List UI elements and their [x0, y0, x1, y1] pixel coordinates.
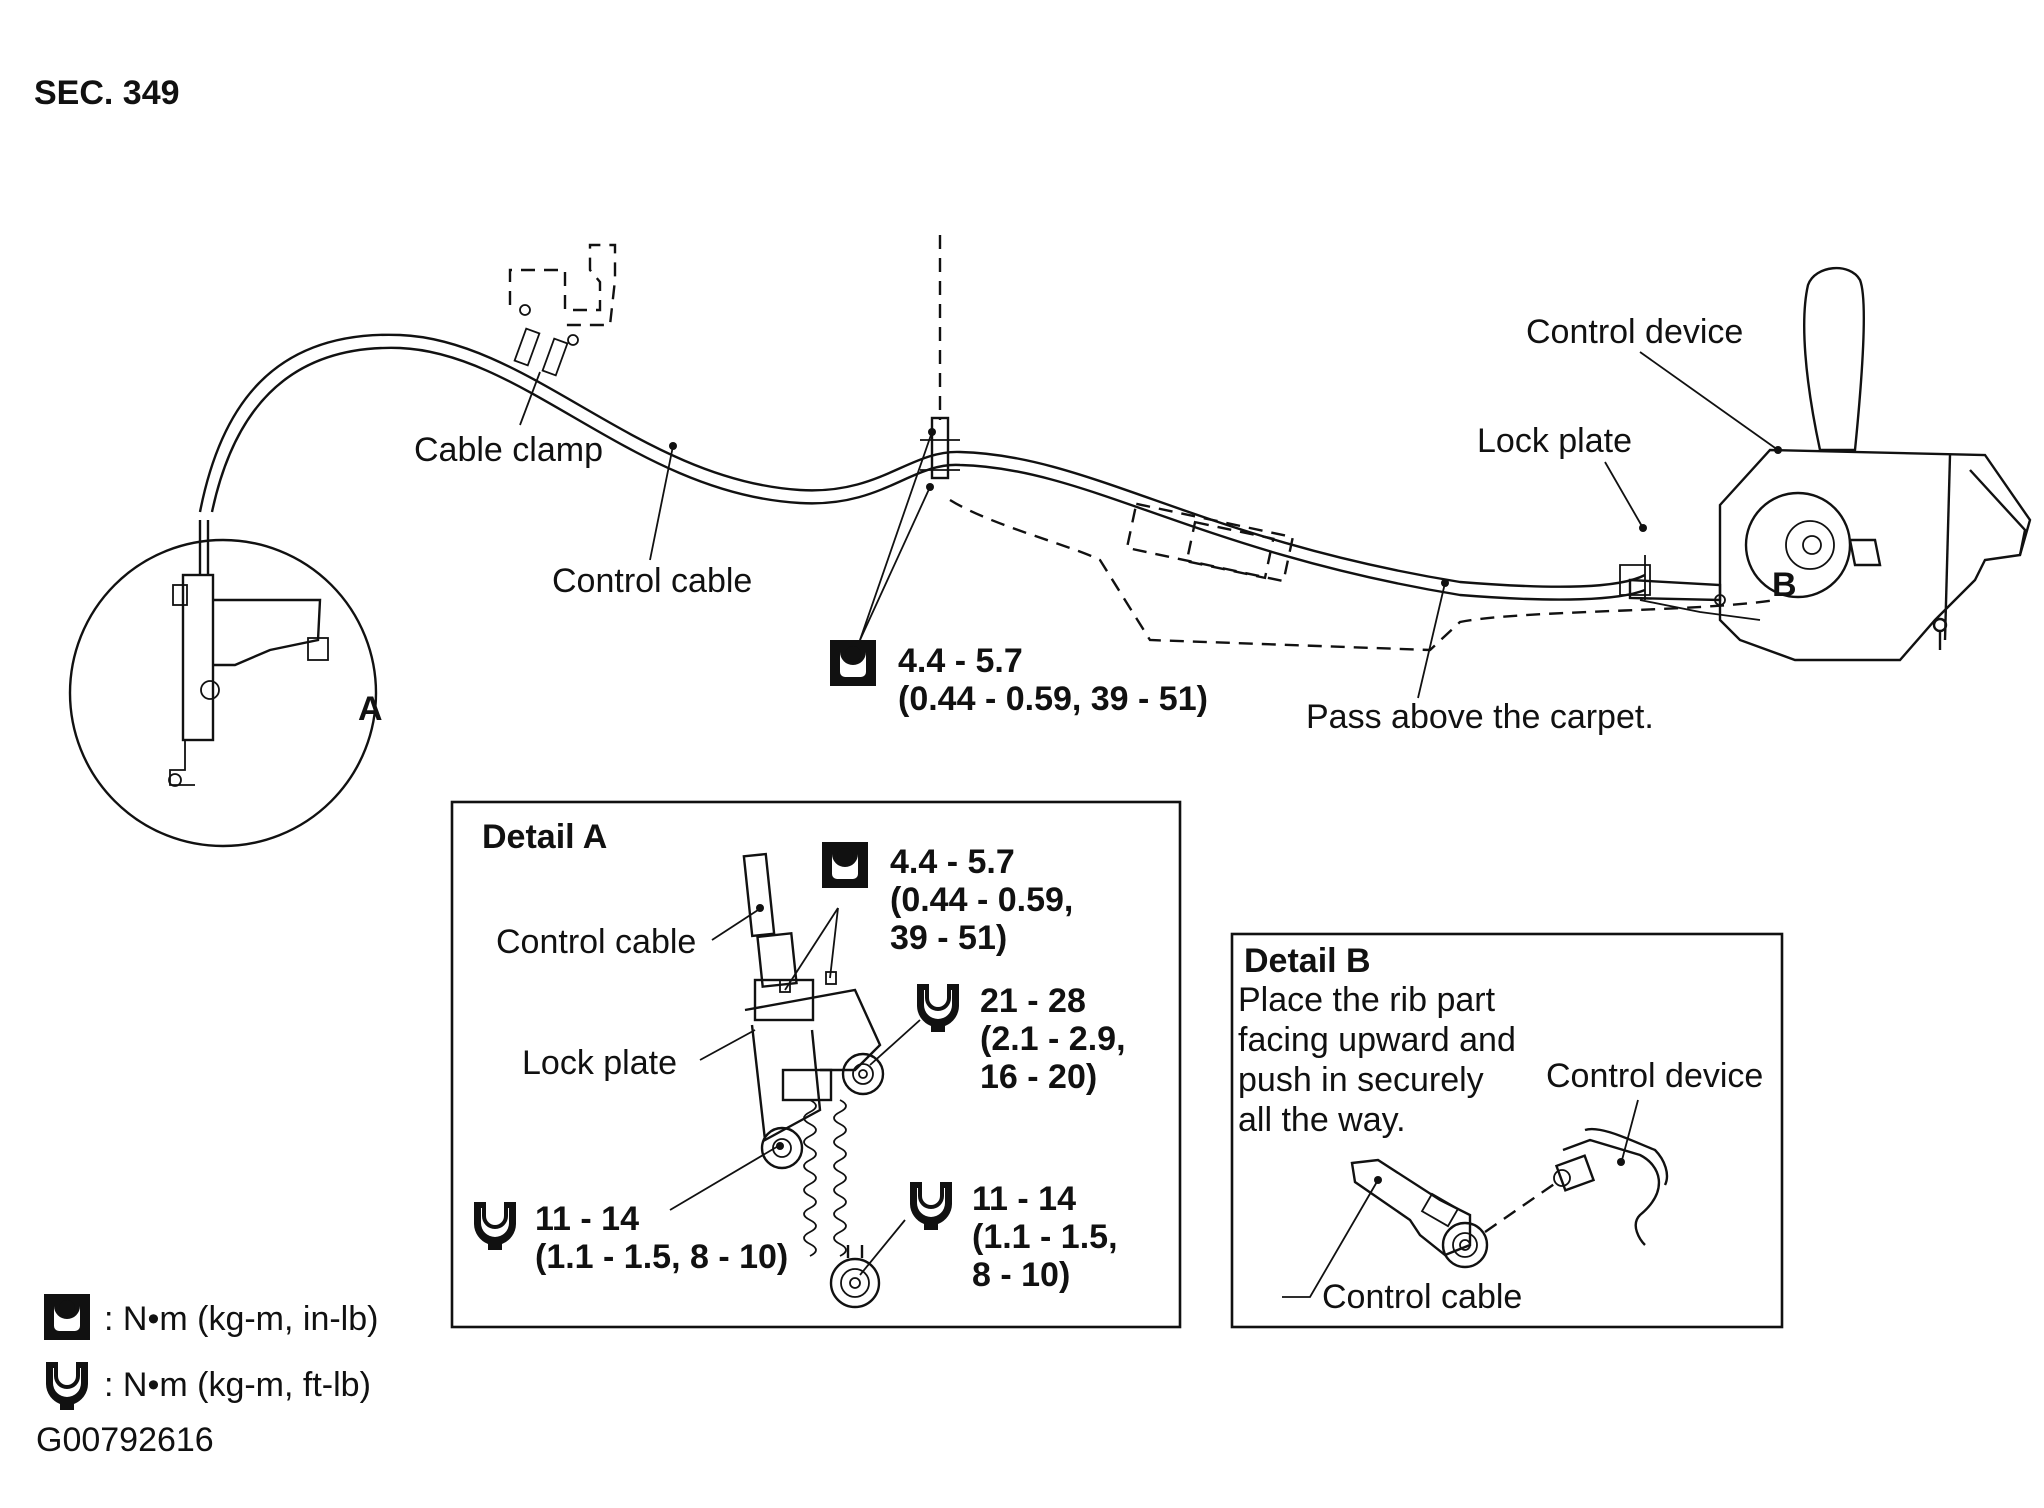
control-cable-label: Control cable: [552, 562, 752, 600]
legend-item-ftlb: : N•m (kg-m, ft-lb): [104, 1366, 371, 1404]
section-label: SEC. 349: [34, 74, 180, 112]
detail-a-torque-left-2: (1.1 - 1.5, 8 - 10): [535, 1238, 788, 1276]
control-cable-line-inner: [210, 346, 1646, 601]
torque-wrench-inlb-icon: [44, 1294, 90, 1340]
detail-b-instruction-2: facing upward and: [1238, 1021, 1516, 1059]
torque-wrench-ftlb-icon: [910, 1182, 952, 1230]
torque-wrench-inlb-icon: [822, 842, 868, 888]
detail-a-magnifier: [68, 520, 378, 848]
detail-b-instruction-4: all the way.: [1238, 1101, 1406, 1139]
detail-b-title: Detail B: [1244, 942, 1371, 980]
main-torque-conversion: (0.44 - 0.59, 39 - 51): [898, 680, 1208, 718]
detail-a-torque-top-3: 39 - 51): [890, 919, 1007, 957]
detail-a-title: Detail A: [482, 818, 607, 856]
control-cable-line: [198, 333, 1646, 588]
detail-marker-b: B: [1772, 566, 1797, 604]
duct-dashed: [1125, 502, 1295, 583]
legend-item-inlb: : N•m (kg-m, in-lb): [104, 1300, 378, 1338]
detail-a-torque-top-1: 4.4 - 5.7: [890, 843, 1015, 881]
legend: : N•m (kg-m, in-lb) : N•m (kg-m, ft-lb): [44, 1294, 378, 1410]
detail-b-control-cable-label: Control cable: [1322, 1278, 1522, 1316]
torque-wrench-ftlb-icon: [474, 1202, 516, 1250]
floor-outline-dashed: [949, 498, 1776, 652]
cable-clamp-label: Cable clamp: [414, 431, 603, 469]
detail-b-control-device-label: Control device: [1546, 1057, 1763, 1095]
figure-code: G00792616: [36, 1421, 214, 1459]
detail-b-instruction-1: Place the rib part: [1238, 981, 1496, 1019]
detail-a-torque-right-2: (2.1 - 2.9,: [980, 1020, 1126, 1058]
torque-wrench-ftlb-icon: [46, 1362, 88, 1410]
cable-clamp-bracket: [508, 243, 617, 377]
detail-a-torque-top-2: (0.44 - 0.59,: [890, 881, 1073, 919]
detail-a-torque-right-3: 16 - 20): [980, 1058, 1097, 1096]
detail-b-panel: Detail B Place the rib part facing upwar…: [1230, 932, 1784, 1329]
detail-a-torque-left-1: 11 - 14: [535, 1200, 639, 1238]
center-bracket: [920, 416, 960, 480]
main-torque-callout: 4.4 - 5.7 (0.44 - 0.59, 39 - 51): [830, 428, 1208, 718]
detail-a-panel: Detail A Control cable Lock p: [450, 800, 1182, 1329]
torque-wrench-ftlb-icon: [917, 984, 959, 1032]
detail-a-torque-right-1: 21 - 28: [980, 982, 1086, 1020]
control-device-label: Control device: [1526, 313, 1743, 351]
detail-a-control-cable-label: Control cable: [496, 923, 696, 961]
detail-a-torque-bottom-1: 11 - 14: [972, 1180, 1076, 1218]
detail-marker-a: A: [358, 690, 383, 728]
main-torque-value: 4.4 - 5.7: [898, 642, 1023, 680]
lock-plate-label: Lock plate: [1477, 422, 1632, 460]
torque-wrench-inlb-icon: [830, 640, 876, 686]
control-device: [1619, 266, 2032, 662]
pass-above-carpet-label: Pass above the carpet.: [1306, 698, 1654, 736]
detail-a-torque-bottom-3: 8 - 10): [972, 1256, 1070, 1294]
detail-a-torque-bottom-2: (1.1 - 1.5,: [972, 1218, 1118, 1256]
detail-b-instruction-3: push in securely: [1238, 1061, 1484, 1099]
detail-a-lock-plate-label: Lock plate: [522, 1044, 677, 1082]
